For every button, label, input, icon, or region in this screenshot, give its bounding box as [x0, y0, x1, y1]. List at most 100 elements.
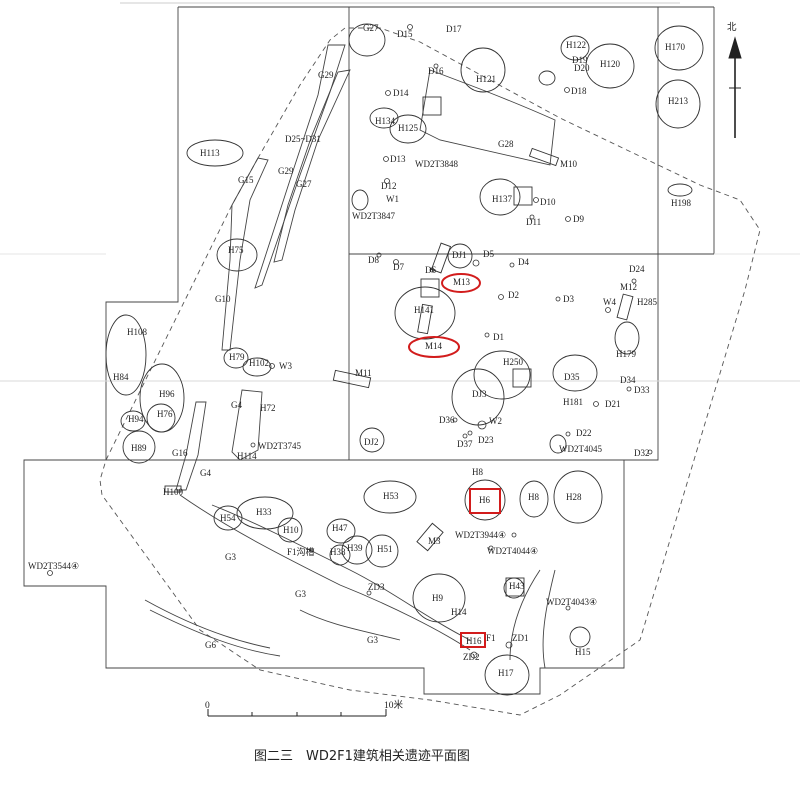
feature-label-wd2t3745: WD2T3745 [258, 441, 301, 451]
feature-label-h47: H47 [332, 523, 348, 533]
feature-label-w3: W3 [279, 361, 292, 371]
feature-label-d20: D20 [574, 63, 590, 73]
feature-label-d11: D11 [526, 217, 541, 227]
feature-label-d18: D18 [571, 86, 587, 96]
feature-label-h213: H213 [668, 96, 688, 106]
feature-label-d14: D14 [393, 88, 409, 98]
feature-label-h8a: H8 [472, 467, 483, 477]
feature-label-g29b: G29 [278, 166, 294, 176]
feature-label-d10: D10 [540, 197, 556, 207]
excavation-boundary [23, 6, 715, 695]
feature-label-h198: H198 [671, 198, 691, 208]
feature-label-g4a: G4 [231, 400, 242, 410]
feature-label-d8: D8 [368, 255, 379, 265]
feature-label-d13: D13 [390, 154, 406, 164]
feature-label-m13: M13 [453, 277, 471, 287]
feature-label-d24: D24 [629, 264, 645, 274]
h16-highlight [460, 632, 486, 648]
feature-label-d12: D12 [381, 181, 397, 191]
feature-label-h43: H43 [509, 581, 525, 591]
feature-label-h8b: H8 [528, 492, 539, 502]
feature-label-wd2t3544: WD2T3544④ [28, 561, 79, 571]
feature-label-h53: H53 [383, 491, 399, 501]
feature-label-d1: D1 [493, 332, 504, 342]
feature-label-g27: G27 [363, 23, 379, 33]
feature-label-h28: H28 [566, 492, 582, 502]
feature-label-h137: H137 [492, 194, 512, 204]
feature-label-wd2t4045: WD2T4045 [559, 444, 602, 454]
feature-label-wd2t3847: WD2T3847 [352, 211, 395, 221]
feature-label-h79: H79 [229, 352, 245, 362]
feature-label-h38: H38 [330, 547, 346, 557]
feature-label-f1: F1沟槽 [287, 546, 315, 557]
feature-label-h33: H33 [256, 507, 272, 517]
feature-label-g29a: G29 [318, 70, 334, 80]
north-label: 北 [727, 22, 737, 33]
scale-zero-label: 0 [205, 701, 210, 711]
feature-label-d23: D23 [478, 435, 494, 445]
feature-label-m10: M10 [560, 159, 578, 169]
feature-label-d2: D2 [508, 290, 519, 300]
feature-label-dj2: DJ2 [364, 437, 379, 447]
highlight-marks [408, 273, 501, 648]
feature-label-g4b: G4 [200, 468, 211, 478]
feature-label-h54: H54 [220, 513, 236, 523]
feature-label-d21: D21 [605, 399, 621, 409]
feature-label-d25-d31: D25~D31 [285, 134, 321, 144]
feature-label-d34: D34 [620, 375, 636, 385]
feature-label-h17: H17 [498, 668, 514, 678]
feature-label-h89: H89 [131, 443, 147, 453]
feature-label-g3b: G3 [295, 589, 306, 599]
feature-label-m12: M12 [620, 282, 637, 292]
feature-label-h51: H51 [377, 544, 393, 554]
feature-label-h72: H72 [260, 403, 276, 413]
feature-label-dj1: DJ1 [452, 250, 467, 260]
feature-label-h113: H113 [200, 148, 220, 158]
feature-label-m14: M14 [425, 341, 443, 351]
feature-label-d37: D37 [457, 439, 473, 449]
ditch-lines [144, 44, 556, 669]
feature-label-g27b: G27 [296, 179, 312, 189]
feature-label-h250: H250 [503, 357, 523, 367]
feature-label-h9: H9 [432, 593, 443, 603]
feature-label-g6: G6 [205, 640, 216, 650]
feature-label-h170: H170 [665, 42, 685, 52]
feature-label-h114: H114 [237, 451, 257, 461]
m13-highlight [441, 273, 481, 293]
feature-label-h120: H120 [600, 59, 620, 69]
feature-label-h96: H96 [159, 389, 175, 399]
feature-label-zd1: ZD1 [512, 633, 529, 643]
feature-label-g16: G16 [172, 448, 188, 458]
feature-label-h100: H100 [163, 487, 183, 497]
feature-label-h141: H141 [414, 305, 434, 315]
feature-label-w1: W1 [386, 194, 399, 204]
feature-label-d33: D33 [634, 385, 650, 395]
feature-label-d4: D4 [518, 257, 529, 267]
feature-label-g28: G28 [498, 139, 514, 149]
feature-label-h122: H122 [566, 40, 586, 50]
feature-label-d7: D7 [393, 262, 404, 272]
m14-highlight [408, 336, 460, 358]
feature-label-h84: H84 [113, 372, 129, 382]
feature-label-d35: D35 [564, 372, 580, 382]
feature-label-m11: M11 [355, 368, 372, 378]
figure-caption: 图二三 WD2F1建筑相关遗迹平面图 [254, 748, 470, 764]
feature-label-d19: D19 [572, 55, 588, 65]
feature-label-wd2t4043: WD2T4043④ [546, 597, 597, 607]
feature-label-h15: H15 [575, 647, 591, 657]
feature-label-d36: D36 [439, 415, 455, 425]
feature-label-f1b: F1 [486, 633, 496, 643]
feature-label-w4: W4 [603, 297, 616, 307]
scale-end-label: 10米 [384, 699, 404, 711]
feature-label-h121: H121 [476, 74, 496, 84]
feature-label-wd2t4044: WD2T4044④ [487, 546, 538, 556]
feature-label-h108: H108 [127, 327, 147, 337]
feature-label-h181: H181 [563, 397, 583, 407]
feature-label-zd2: ZD2 [463, 652, 480, 662]
feature-label-g15: G15 [238, 175, 254, 185]
feature-label-h125: H125 [398, 123, 418, 133]
post-holes [47, 24, 653, 659]
feature-label-h134: H134 [375, 116, 395, 126]
